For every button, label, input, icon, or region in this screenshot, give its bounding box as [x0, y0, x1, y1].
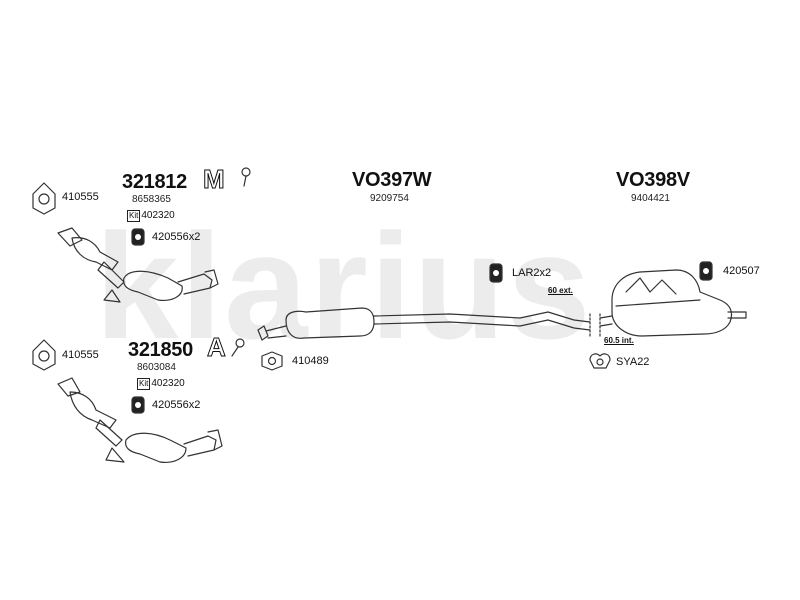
rear-silencer — [599, 269, 747, 337]
catalytic-converter-bottom — [57, 377, 223, 463]
dimension-ext: 60 ext. — [548, 286, 573, 295]
kit-number-bottom: 402320 — [151, 378, 185, 389]
part-code-bottom: 321850 — [128, 339, 193, 361]
symbol-a-bottom: A — [207, 332, 227, 362]
clamp-number-bottom: 420556x2 — [152, 399, 201, 411]
oe-number-rear: 9404421 — [631, 193, 670, 204]
part-code-top: 321812 — [122, 171, 187, 193]
catalytic-converter-top — [57, 227, 219, 303]
clamp-number-rear: SYA22 — [616, 356, 650, 368]
kit-label-bottom: Kit — [137, 378, 151, 390]
oe-number-top: 8658365 — [132, 194, 171, 205]
oe-number-bottom: 8603084 — [137, 362, 176, 373]
clamp-icon-top — [131, 228, 145, 246]
gasket-icon-top — [32, 182, 56, 215]
watermark-text: klarius — [95, 202, 593, 370]
symbol-m-top: M — [203, 164, 226, 194]
part-code-rear: VO398V — [616, 169, 690, 191]
kit-label-top: Kit — [127, 210, 141, 222]
clamp-icon-bottom — [131, 396, 145, 414]
gasket-icon-bottom — [32, 339, 56, 371]
hanger-icon-right — [699, 261, 713, 281]
hanger-number-right: 420507 — [723, 265, 760, 277]
hanger-number-left: LAR2x2 — [512, 267, 552, 279]
part-code-middle: VO397W — [352, 169, 432, 191]
tube-connector-icon-top — [241, 167, 251, 187]
tube-connector-icon-bottom — [231, 338, 245, 357]
oe-number-middle: 9209754 — [370, 193, 409, 204]
gasket-number-top: 410555 — [62, 191, 99, 203]
kit-number-top: 402320 — [141, 210, 175, 221]
clamp-number-top: 420556x2 — [152, 231, 201, 243]
clamp-icon-rear — [589, 353, 611, 369]
gasket-number-middle: 410489 — [292, 355, 329, 367]
gasket-number-bottom: 410555 — [62, 349, 99, 361]
gasket-icon-middle — [261, 351, 283, 371]
middle-silencer — [257, 307, 591, 341]
hanger-icon-left — [489, 263, 503, 283]
dimension-int: 60.5 int. — [604, 336, 634, 345]
